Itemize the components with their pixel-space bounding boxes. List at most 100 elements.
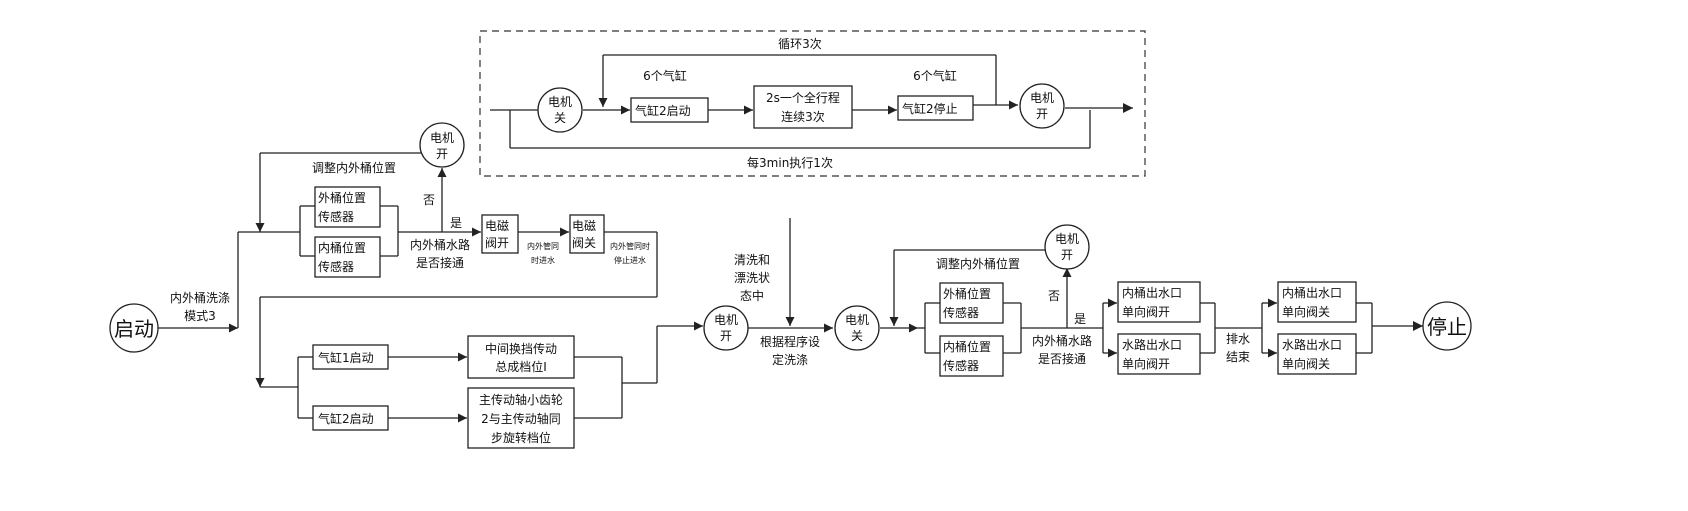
svg-text:电磁: 电磁 [572,218,596,233]
cylinder2-start-box-bottom: 气缸2启动 [312,405,389,431]
cylinder-count-label-right: 6个气缸 [913,68,957,83]
fill-water-label: 内外管同 [527,241,559,251]
svg-text:阀关: 阀关 [572,236,596,250]
outer-sensor-box-left: 外桶位置 传感器 [314,186,381,228]
svg-text:气缸2停止: 气缸2停止 [902,101,958,116]
svg-text:外桶位置: 外桶位置 [943,286,991,301]
water-outlet-close-box: 水路出水口 单向阀关 [1277,333,1357,375]
inner-outlet-close-box: 内桶出水口 单向阀关 [1277,281,1357,323]
svg-text:开: 开 [1036,107,1048,121]
svg-text:内桶位置: 内桶位置 [943,339,991,354]
motor-on-mid-node: 电机 开 [703,305,749,351]
svg-text:气缸2启动: 气缸2启动 [318,411,374,426]
yes-label-right: 是 [1074,312,1086,326]
shift-gear-box: 中间换挡传动 总成档位I [467,335,575,379]
svg-text:开: 开 [720,329,732,343]
cylinder-count-label-left: 6个气缸 [643,68,687,83]
main-shaft-box: 主传动轴小齿轮 2与主传动轴同 步旋转档位 [467,387,575,449]
fill-water-label-line2: 时进水 [531,255,555,265]
svg-text:电磁: 电磁 [485,218,509,233]
svg-text:2s一个全行程: 2s一个全行程 [766,90,840,105]
adjust-position-label-right: 调整内外桶位置 [936,256,1020,271]
svg-text:单向阀开: 单向阀开 [1122,304,1170,319]
wash-mode-label-line2: 模式3 [184,309,216,323]
svg-text:水路出水口: 水路出水口 [1122,337,1182,352]
adjust-position-label-left: 调整内外桶位置 [312,160,396,175]
svg-text:单向阀关: 单向阀关 [1282,356,1330,371]
svg-text:单向阀开: 单向阀开 [1122,356,1170,371]
svg-text:电机: 电机 [430,131,454,145]
inner-sensor-box-left: 内桶位置 传感器 [314,236,381,278]
no-label-right: 否 [1048,289,1060,303]
svg-text:气缸1启动: 气缸1启动 [318,350,374,365]
motor-on-loop-node: 电机 开 [1019,83,1065,129]
svg-text:气缸2启动: 气缸2启动 [635,103,691,118]
cleaning-state-label: 清洗和 [734,253,770,267]
outer-sensor-box-right: 外桶位置 传感器 [939,282,1004,324]
stop-water-label-line2: 停止进水 [614,255,646,265]
valve-open-box: 电磁 阀开 [481,214,519,254]
svg-text:内桶出水口: 内桶出水口 [1122,285,1182,300]
set-wash-label: 根据程序设 [760,334,820,349]
svg-text:阀开: 阀开 [485,236,509,250]
cleaning-state-label-line2: 漂洗状 [734,271,770,285]
drain-end-label-line2: 结束 [1226,350,1250,364]
svg-text:启动: 启动 [114,317,154,341]
svg-text:内桶位置: 内桶位置 [318,240,366,255]
svg-text:步旋转档位: 步旋转档位 [491,430,551,445]
svg-text:电机: 电机 [1055,232,1079,246]
motor-on-right-node: 电机 开 [1044,224,1090,270]
svg-text:开: 开 [436,147,448,161]
svg-text:单向阀关: 单向阀关 [1282,304,1330,319]
yes-label-left: 是 [450,216,462,230]
motor-on-node-a: 电机 开 [419,122,465,168]
set-wash-label-line2: 定洗涤 [772,352,808,367]
svg-text:2与主传动轴同: 2与主传动轴同 [481,411,561,426]
svg-text:电机: 电机 [845,313,869,327]
svg-text:停止: 停止 [1427,315,1467,339]
svg-text:关: 关 [851,329,863,343]
stop-water-label: 内外管同时 [610,241,650,251]
motor-off-loop-node: 电机 关 [537,87,583,133]
inner-outlet-open-box: 内桶出水口 单向阀开 [1117,281,1201,323]
valve-close-box: 电磁 阀关 [569,214,605,254]
svg-text:传感器: 传感器 [318,209,354,224]
svg-text:开: 开 [1061,248,1073,262]
water-outlet-open-box: 水路出水口 单向阀开 [1117,333,1201,375]
cleaning-state-label-line3: 态中 [740,288,764,303]
inner-sensor-box-right: 内桶位置 传感器 [939,335,1004,377]
interval-label: 每3min执行1次 [747,155,833,170]
svg-text:连续3次: 连续3次 [781,109,825,124]
svg-text:电机: 电机 [714,313,738,327]
wash-mode-label: 内外桶洗涤 [170,290,230,305]
drain-end-label: 排水 [1226,332,1250,346]
no-label-left: 否 [423,193,435,207]
stop-node: 停止 [1422,301,1472,351]
connectors [158,54,1423,423]
decision-label-left-line2: 是否接通 [416,255,464,270]
svg-text:传感器: 传感器 [318,259,354,274]
cylinder2-stop-box-loop: 气缸2停止 [897,95,974,121]
start-node: 启动 [109,303,159,353]
svg-text:主传动轴小齿轮: 主传动轴小齿轮 [479,392,563,407]
svg-text:水路出水口: 水路出水口 [1282,337,1342,352]
full-stroke-box: 2s一个全行程 连续3次 [753,85,853,129]
svg-text:内桶出水口: 内桶出水口 [1282,285,1342,300]
decision-label-right-line2: 是否接通 [1038,351,1086,366]
svg-text:外桶位置: 外桶位置 [318,190,366,205]
cylinder1-start-box: 气缸1启动 [312,344,389,370]
motor-off-mid-node: 电机 关 [834,305,880,351]
svg-text:电机: 电机 [548,95,572,109]
decision-label-right: 内外桶水路 [1032,333,1092,348]
decision-label-left: 内外桶水路 [410,237,470,252]
cylinder2-start-box-loop: 气缸2启动 [630,97,709,123]
svg-text:传感器: 传感器 [943,305,979,320]
svg-text:传感器: 传感器 [943,358,979,373]
svg-text:电机: 电机 [1030,91,1054,105]
svg-text:关: 关 [554,111,566,125]
loop-times-label: 循环3次 [778,37,822,51]
svg-text:中间换挡传动: 中间换挡传动 [485,341,557,356]
svg-text:总成档位I: 总成档位I [495,359,547,374]
periodic-loop-region [479,30,1146,177]
